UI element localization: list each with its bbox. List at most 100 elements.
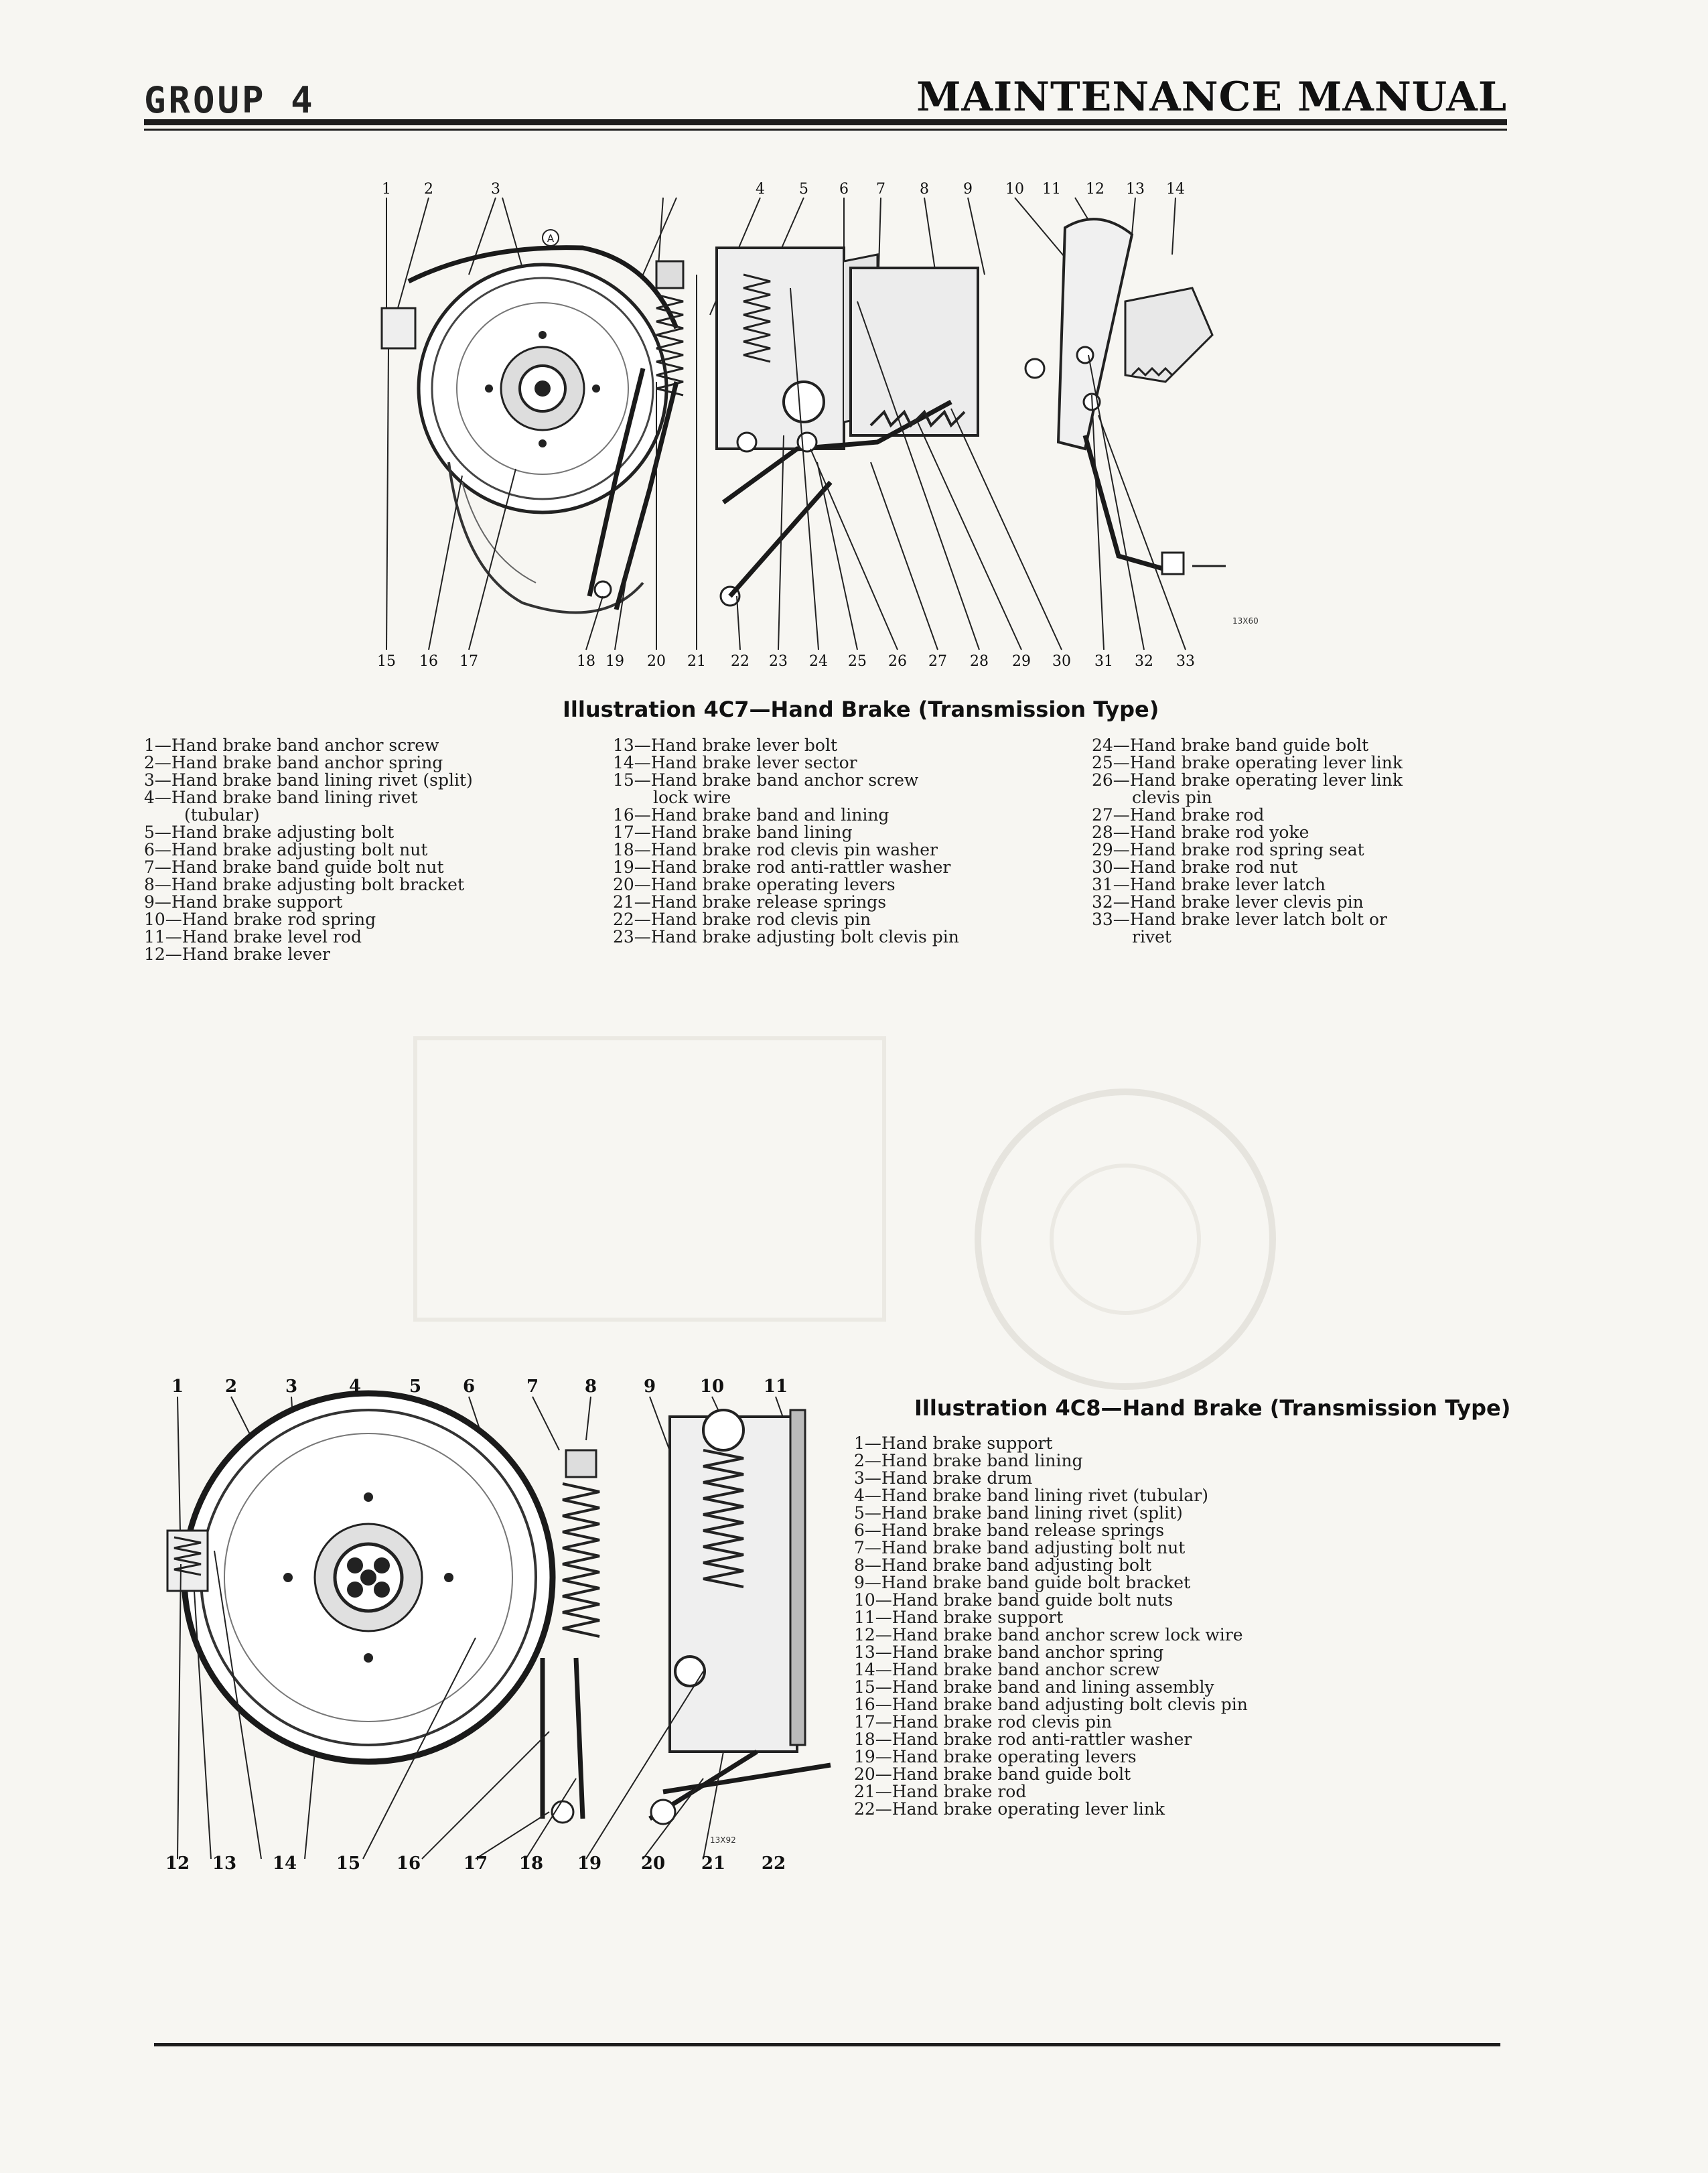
callout-1: 1	[171, 1377, 184, 1397]
legend-item: 16—Hand brake band and lining	[613, 805, 889, 825]
callout-5: 5	[409, 1377, 422, 1397]
legend-4c8: 1—Hand brake support 2—Hand brake band l…	[854, 1435, 1457, 1818]
manual-title: MAINTENANCE MANUAL	[916, 74, 1507, 121]
marker-a: A	[547, 232, 555, 244]
legend-item-continued: (tubular)	[184, 805, 260, 825]
hand-brake-lever	[1024, 218, 1226, 575]
bleed-through-ghost-image	[413, 1036, 1276, 1390]
legend-item: 12—Hand brake band anchor screw lock wir…	[854, 1625, 1243, 1644]
callout-6: 6	[462, 1377, 476, 1397]
legend-4c7-col1: 1—Hand brake band anchor screw 2—Hand br…	[144, 737, 559, 963]
legend-item: 4—Hand brake band lining rivet	[144, 788, 418, 807]
legend-item: 13—Hand brake lever bolt	[613, 735, 838, 755]
callout-4: 4	[756, 181, 765, 198]
legend-item: 5—Hand brake band lining rivet (split)	[854, 1503, 1183, 1523]
legend-item: 17—Hand brake rod clevis pin	[854, 1712, 1113, 1732]
legend-item-continued: rivet	[1132, 927, 1171, 947]
callout-3: 3	[491, 181, 500, 198]
callout-22: 22	[731, 653, 750, 670]
legend-item: 1—Hand brake support	[854, 1433, 1053, 1453]
callout-1: 1	[382, 181, 391, 198]
legend-item: 19—Hand brake operating levers	[854, 1747, 1137, 1766]
legend-item: 6—Hand brake adjusting bolt nut	[144, 840, 428, 859]
callout-14: 14	[272, 1853, 297, 1874]
legend-item: 22—Hand brake rod clevis pin	[613, 910, 871, 929]
callout-25: 25	[848, 653, 867, 670]
callout-16: 16	[419, 653, 438, 670]
hand-brake-illustration-4c7: A	[380, 197, 1226, 650]
callout-28: 28	[970, 653, 989, 670]
legend-item: 28—Hand brake rod yoke	[1092, 823, 1309, 842]
leader-lines-bottom	[386, 275, 1186, 650]
transmission-housing	[715, 247, 979, 607]
legend-item: 13—Hand brake band anchor spring	[854, 1642, 1164, 1662]
legend-item: 16—Hand brake band adjusting bolt clevis…	[854, 1695, 1248, 1714]
callout-15: 15	[377, 653, 396, 670]
legend-item: 1—Hand brake band anchor screw	[144, 735, 439, 755]
callout-7: 7	[876, 181, 885, 198]
legend-item: 8—Hand brake adjusting bolt bracket	[144, 875, 464, 894]
legend-item: 31—Hand brake lever latch	[1092, 875, 1326, 894]
legend-item: 9—Hand brake band guide bolt bracket	[854, 1573, 1191, 1592]
legend-item: 15—Hand brake band and lining assembly	[854, 1677, 1214, 1697]
legend-item: 12—Hand brake lever	[144, 944, 330, 964]
legend-item: 18—Hand brake rod anti-rattler washer	[854, 1730, 1192, 1749]
legend-item: 21—Hand brake release springs	[613, 892, 887, 912]
callout-21: 21	[701, 1853, 726, 1874]
legend-item: 29—Hand brake rod spring seat	[1092, 840, 1364, 859]
callout-19: 19	[577, 1853, 602, 1874]
leader-lines-bottom	[177, 1550, 724, 1860]
caption-4c8: Illustration 4C8—Hand Brake (Transmissio…	[914, 1395, 1511, 1421]
brake-drum-assembly	[166, 1390, 556, 1765]
callout-6: 6	[839, 181, 849, 198]
callout-29: 29	[1012, 653, 1031, 670]
callout-30: 30	[1052, 653, 1071, 670]
callout-27: 27	[928, 653, 947, 670]
callout-8: 8	[920, 181, 929, 198]
figure-4c7: A	[362, 181, 1313, 690]
figure-4c8: 1 2 3 4 5 6 7 8 9 10 11 12 13 14 15 16 1…	[154, 1377, 857, 1879]
legend-item: 7—Hand brake band guide bolt nut	[144, 857, 444, 877]
legend-item: 7—Hand brake band adjusting bolt nut	[854, 1538, 1186, 1557]
legend-item: 3—Hand brake band lining rivet (split)	[144, 770, 473, 790]
legend-item: 4—Hand brake band lining rivet (tubular)	[854, 1486, 1208, 1505]
transmission-housing	[648, 1409, 831, 1825]
legend-item: 33—Hand brake lever latch bolt or	[1092, 910, 1387, 929]
callout-2: 2	[424, 181, 433, 198]
legend-item: 27—Hand brake rod	[1092, 805, 1265, 825]
header-rule-thin	[144, 129, 1507, 131]
callout-5: 5	[799, 181, 808, 198]
callout-23: 23	[769, 653, 788, 670]
legend-item: 3—Hand brake drum	[854, 1468, 1033, 1488]
callout-13: 13	[212, 1853, 237, 1874]
legend-item: 20—Hand brake band guide bolt	[854, 1764, 1131, 1784]
callout-9: 9	[963, 181, 973, 198]
figure-tag-13x60: 13X60	[1232, 616, 1259, 626]
brake-drum-assembly: A	[380, 229, 679, 614]
legend-4c7-col2: 13—Hand brake lever bolt 14—Hand brake l…	[613, 737, 1075, 946]
callout-10: 10	[1005, 181, 1024, 198]
legend-item: 22—Hand brake operating lever link	[854, 1799, 1165, 1819]
legend-item-continued: clevis pin	[1132, 788, 1212, 807]
callout-7: 7	[526, 1377, 539, 1397]
legend-item: 11—Hand brake support	[854, 1608, 1064, 1627]
callout-14: 14	[1166, 181, 1185, 198]
callout-17: 17	[459, 653, 478, 670]
callout-9: 9	[643, 1377, 656, 1397]
caption-4c7: Illustration 4C7—Hand Brake (Transmissio…	[563, 697, 1159, 722]
callout-32: 32	[1135, 653, 1153, 670]
callout-17: 17	[463, 1853, 488, 1874]
legend-item: 10—Hand brake band guide bolt nuts	[854, 1590, 1173, 1610]
callout-33: 33	[1176, 653, 1195, 670]
legend-item: 30—Hand brake rod nut	[1092, 857, 1298, 877]
legend-item-continued: lock wire	[653, 788, 731, 807]
callout-22: 22	[761, 1853, 786, 1874]
legend-item: 2—Hand brake band lining	[854, 1451, 1083, 1470]
legend-item: 32—Hand brake lever clevis pin	[1092, 892, 1364, 912]
legend-item: 2—Hand brake band anchor spring	[144, 753, 443, 772]
callout-3: 3	[285, 1377, 298, 1397]
legend-item: 9—Hand brake support	[144, 892, 343, 912]
callout-19: 19	[606, 653, 624, 670]
legend-item: 14—Hand brake lever sector	[613, 753, 857, 772]
callout-13: 13	[1126, 181, 1145, 198]
